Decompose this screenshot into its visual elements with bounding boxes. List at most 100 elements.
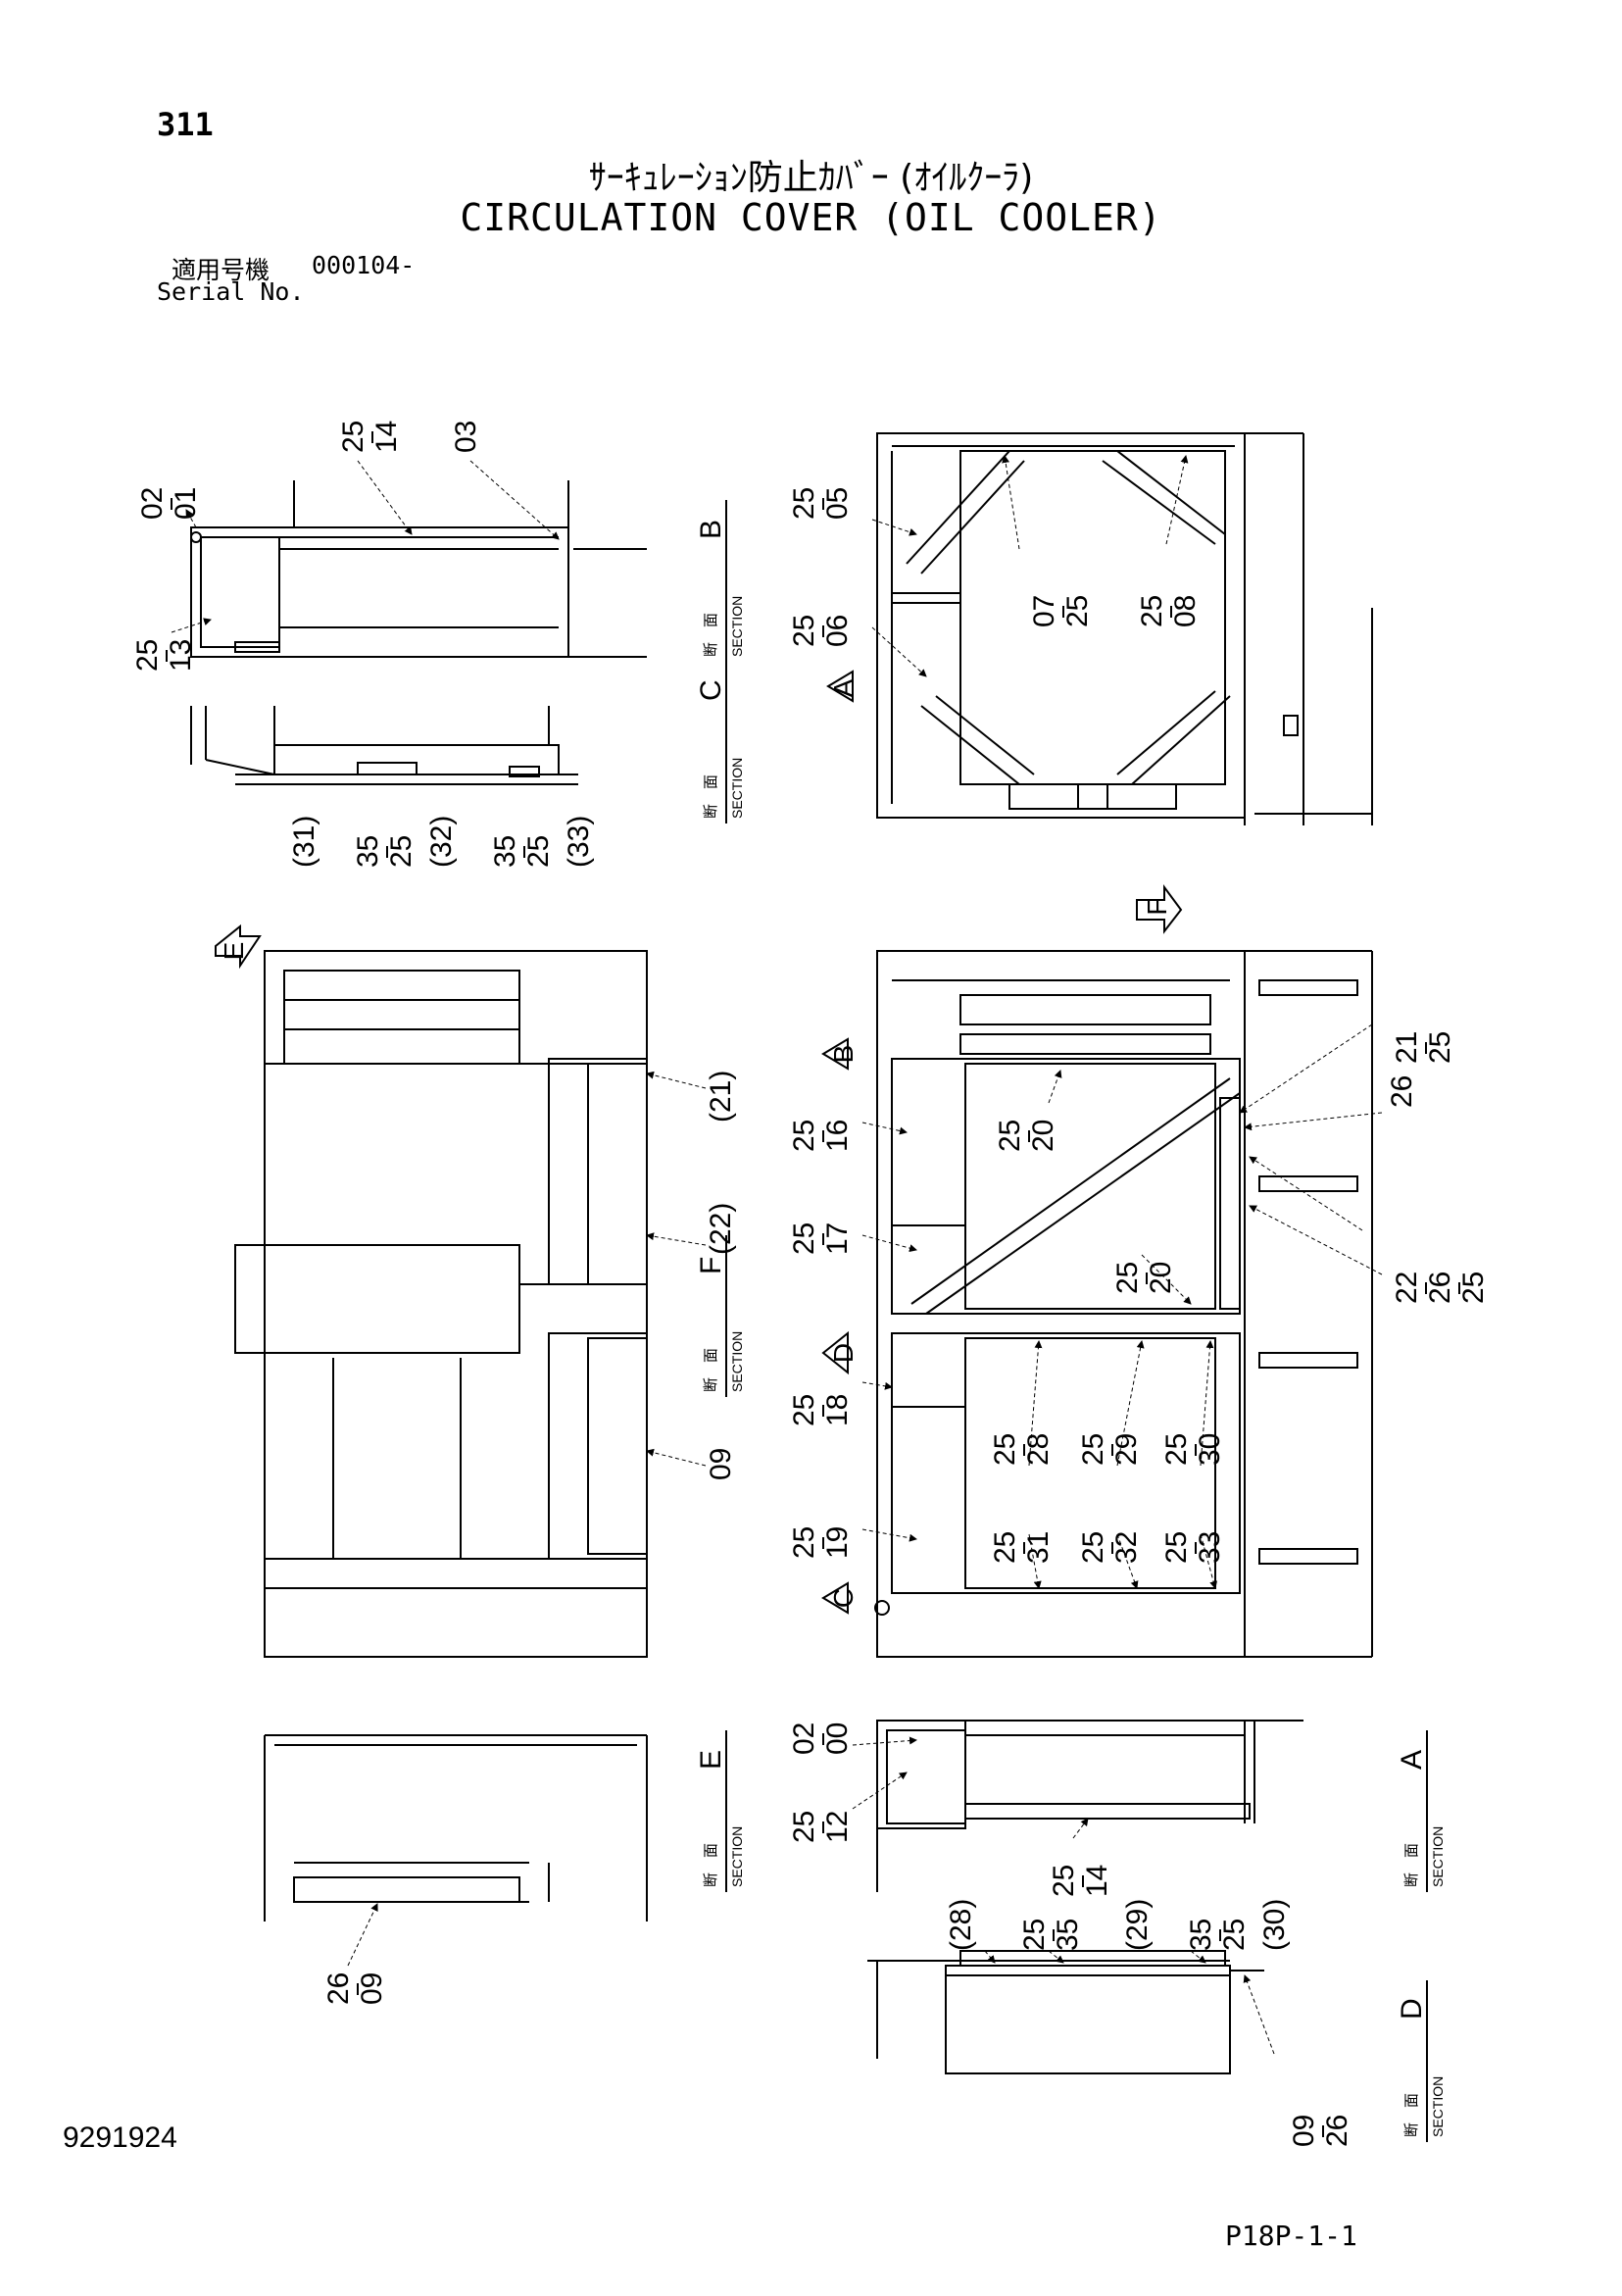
callout-number: 25: [131, 639, 164, 672]
callout-c15: (22): [705, 1203, 737, 1255]
section-en: SECTION: [729, 1331, 745, 1392]
title-english: CIRCULATION COVER (OIL COOLER): [460, 196, 1162, 239]
callout-number: 25: [788, 1811, 820, 1843]
section-label-f: F 断 面 SECTION: [695, 1235, 745, 1397]
callout-number: (28): [945, 1899, 977, 1951]
view-middle-left: [234, 950, 648, 1658]
callout-number: 25: [989, 1433, 1021, 1466]
callout-number: 16: [821, 1120, 854, 1152]
callout-number: (29): [1121, 1899, 1154, 1951]
section-en: SECTION: [1430, 2076, 1446, 2137]
callout-number: 02: [136, 487, 169, 520]
arrow-label-e: E: [219, 942, 249, 961]
callout-number: 05: [821, 487, 854, 520]
section-letter: E: [695, 1750, 727, 1770]
callout-number: 25: [994, 1120, 1026, 1152]
callout-c9: (31): [288, 816, 320, 868]
callout-number: 25: [788, 487, 820, 520]
callout-number: (30): [1258, 1899, 1291, 1951]
callout-number: 35: [1052, 1919, 1084, 1951]
callout-number: 08: [1169, 595, 1202, 627]
view-section-c: [190, 706, 578, 785]
view-section-d: [867, 1950, 1264, 2074]
callout-c11: (32): [425, 816, 458, 868]
callout-number: 03: [450, 421, 482, 453]
section-label-c: C 断 面 SECTION: [695, 662, 745, 824]
callout-number: 00: [821, 1722, 854, 1755]
callout-number: 25: [989, 1531, 1021, 1564]
section-label-a: A 断 面 SECTION: [1396, 1730, 1446, 1892]
callout-number: 35: [489, 835, 521, 868]
callout-number: 25: [385, 835, 418, 868]
section-label-d: D 断 面 SECTION: [1396, 1980, 1446, 2142]
arrow-label-a: A: [828, 678, 859, 697]
section-en: SECTION: [729, 758, 745, 819]
callout-number: 30: [1194, 1433, 1226, 1466]
callout-number: (31): [288, 816, 320, 868]
section-letter: B: [695, 520, 727, 539]
callout-number: 26: [1386, 1075, 1418, 1108]
callout-number: 25: [1077, 1531, 1109, 1564]
callout-number: 25: [1048, 1865, 1080, 1897]
document-number: 9291924: [63, 2121, 177, 2154]
callout-number: 20: [1145, 1262, 1177, 1294]
section-jp: 断 面: [703, 774, 719, 819]
callout-number: 35: [1185, 1919, 1217, 1951]
callout-number: 07: [1028, 595, 1060, 627]
section-jp: 断 面: [703, 1348, 719, 1392]
callout-number: 01: [170, 487, 202, 520]
callout-number: (33): [563, 816, 595, 868]
section-en: SECTION: [729, 596, 745, 657]
view-top-right: [876, 432, 1373, 825]
callout-number: 25: [788, 1526, 820, 1559]
callout-number: 22: [1391, 1272, 1423, 1304]
view-section-b-leaders: [171, 460, 560, 633]
section-jp: 断 面: [703, 613, 719, 657]
view-middle-left-leaders: [646, 1071, 707, 1467]
callout-number: 25: [1160, 1433, 1193, 1466]
callout-number: 13: [165, 639, 197, 672]
view-top-right-leaders: [871, 455, 1189, 677]
section-jp: 断 面: [1403, 1843, 1420, 1887]
callout-number: 25: [1061, 595, 1094, 627]
page-reference: P18P-1-1: [1225, 2220, 1357, 2252]
callout-number: (21): [705, 1071, 737, 1123]
callout-number: 28: [1022, 1433, 1055, 1466]
callout-number: 14: [1081, 1865, 1113, 1897]
callout-number: 32: [1110, 1531, 1143, 1564]
callout-c14: (21): [705, 1071, 737, 1123]
arrow-label-d: D: [828, 1343, 859, 1363]
serial-number-value: 000104-: [312, 251, 416, 279]
callout-number: 25: [788, 615, 820, 647]
view-arrows: [215, 670, 1183, 1615]
callout-number: 25: [1018, 1919, 1051, 1951]
callout-c3: 03: [450, 421, 482, 453]
arrow-label-b: B: [828, 1045, 859, 1064]
section-jp: 断 面: [703, 1843, 719, 1887]
view-section-b: [190, 480, 647, 658]
callout-number: 20: [1027, 1120, 1059, 1152]
view-section-e: [264, 1734, 648, 1922]
callout-c16: 09: [705, 1448, 737, 1480]
callout-number: 25: [522, 835, 555, 868]
callout-number: 14: [370, 421, 403, 453]
callout-number: 18: [821, 1394, 854, 1426]
